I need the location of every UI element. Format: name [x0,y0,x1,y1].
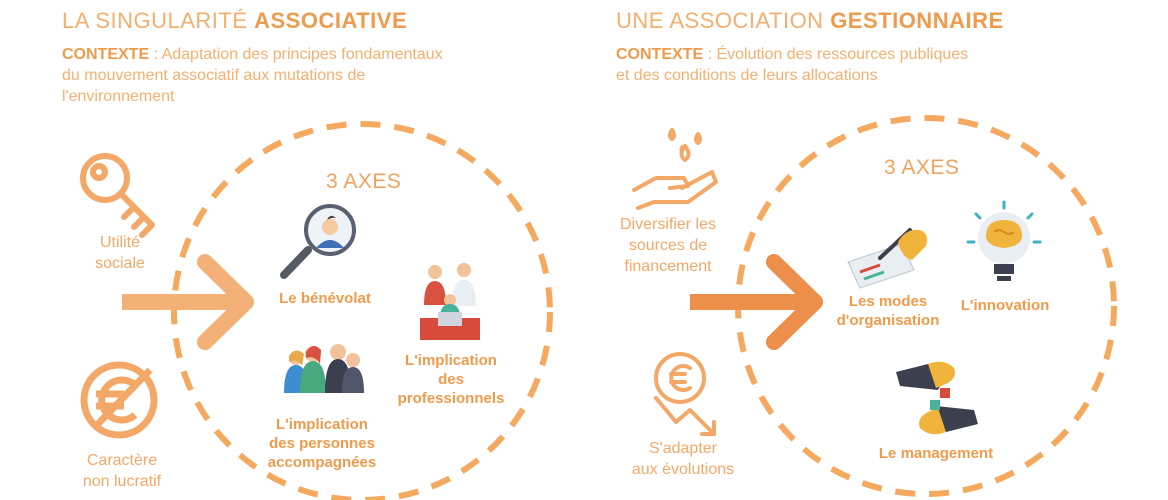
axis-management: Le management [878,445,994,462]
crossed-euro-icon [80,361,158,439]
side-item-diversifier: Diversifier les sources de financement [619,216,716,275]
section-title: LA SINGULARITÉ ASSOCIATIVE [62,8,408,33]
euro-down-icon [654,352,716,436]
arrow-right-icon [122,254,254,350]
key-icon [80,153,155,238]
side-item-s-adapter: S'adapter aux évolutions [631,440,735,478]
context-text: CONTEXTE : Évolution des ressources publ… [616,46,969,84]
context-text: CONTEXTE : Adaptation des principes fond… [62,46,443,105]
axes-title: 3 AXES [326,170,402,193]
panel-association-gestionnaire: UNE ASSOCIATION GESTIONNAIRE CONTEXTE : … [584,0,1168,500]
arrow-right-icon [690,254,823,350]
side-item-non-lucratif: Caractère non lucratif [82,452,162,490]
panel-singularite-associative: LA SINGULARITÉ ASSOCIATIVE CONTEXTE : Ad… [62,8,553,500]
side-item-utilite-sociale: Utilité sociale [95,234,145,272]
magnifier-person-icon [280,204,356,279]
people-group-icon [284,344,364,393]
hands-puzzle-icon [896,361,978,435]
section-title: UNE ASSOCIATION GESTIONNAIRE [616,8,1004,33]
axis-implication-personnes: L'implication des personnes accompagnées [267,416,377,471]
right-graphics [632,115,1117,497]
axes-title: 3 AXES [884,156,960,179]
axis-implication-professionnels: L'implication des professionnels [397,352,505,407]
axis-benevolat: Le bénévolat [279,290,371,307]
team-desk-icon [420,263,480,340]
axis-innovation: L'innovation [960,297,1050,314]
brain-bulb-icon [966,200,1042,281]
left-graphics [80,121,553,500]
hand-drops-icon [632,128,718,210]
hand-writing-icon [847,228,928,289]
axes-dashed-circle [171,121,553,500]
axis-modes-organisation: Les modes d'organisation [836,293,940,329]
